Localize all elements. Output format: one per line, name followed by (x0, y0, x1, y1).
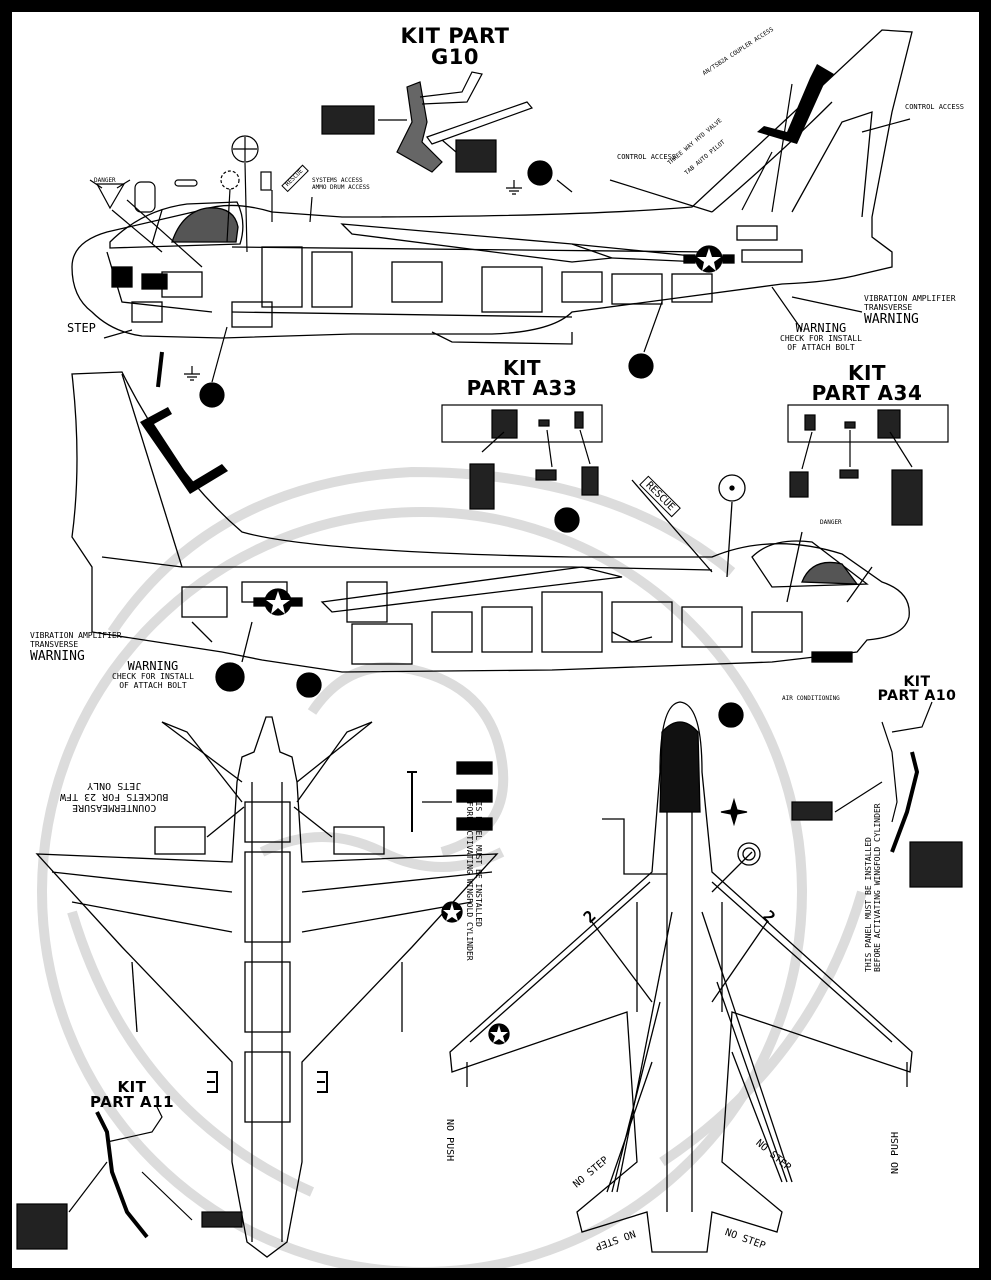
kit-label-a34-line2: PART A34 (811, 381, 923, 405)
no-push-stencil-right: NO PUSH (890, 1131, 901, 1174)
kit-label-a33-line1: KIT (502, 356, 542, 380)
systems-access-stencil: SYSTEMS ACCESS (312, 177, 363, 184)
top-view (449, 701, 913, 1253)
countermeasure-line1: COUNTERMEASURE (72, 802, 157, 813)
air-conditioning-stencil: AIR CONDITIONING (782, 695, 840, 702)
kit-label-a33: KIT PART A33 (432, 358, 612, 398)
kit-label-g10-line1: KIT PART (400, 24, 510, 48)
check-bolt-line2: OF ATTACH BOLT (787, 342, 855, 352)
kit-label-g10: KIT PART G10 (370, 26, 540, 68)
check-bolt-stencil-top: WARNING CHECK FOR INSTALL OF ATTACH BOLT (780, 321, 862, 353)
countermeasure-stencil: COUNTERMEASURE BUCKETS FOR 23 TFW JETS O… (60, 780, 168, 813)
side-view-left (71, 29, 913, 345)
vib-amp-line: VIBRATION AMPLIFIER (30, 631, 122, 640)
kit-label-a10: KIT PART A10 (862, 675, 972, 703)
warning-line: WARNING (864, 311, 919, 327)
check-bolt-line1: CHECK FOR INSTALL (780, 334, 862, 344)
kit-label-a11-line1: KIT (117, 1078, 147, 1096)
step-stencil: STEP (67, 321, 96, 335)
kit-label-a10-line1: KIT (903, 674, 931, 690)
panel-installed-stencil-left: THIS PANEL MUST BE INSTALLED BEFORE ACTI… (464, 792, 483, 961)
panel-installed-line2: BEFORE ACTIVATING WINGFOLD CYLINDER (872, 803, 882, 972)
a33-a34-parts (441, 404, 949, 526)
warning-line: WARNING (30, 648, 85, 664)
kit-label-a34-line1: KIT (847, 361, 887, 385)
warning-heading: WARNING (127, 659, 179, 673)
vib-amp-stencil-mid: VIBRATION AMPLIFIER TRANSVERSE WARNING (30, 631, 122, 664)
kit-label-a10-line2: PART A10 (877, 688, 957, 704)
side-view-right (71, 371, 910, 728)
a10-a11-parts (16, 701, 963, 1250)
control-access-stencil-2: CONTROL ACCESS (905, 103, 965, 111)
paper: KIT PART G10 KIT PART A33 KIT PART A34 K… (12, 12, 979, 1268)
watermark-logo (37, 466, 867, 1268)
check-bolt-stencil-mid: WARNING CHECK FOR INSTALL OF ATTACH BOLT (112, 659, 194, 691)
panel-installed-line1: THIS PANEL MUST BE INSTALLED (474, 792, 483, 927)
kit-label-g10-line2: G10 (431, 45, 479, 69)
no-push-stencil-left: NO PUSH (444, 1119, 455, 1162)
panel-installed-line2: BEFORE ACTIVATING WINGFOLD CYLINDER (465, 792, 475, 961)
kit-label-a11: KIT PART A11 (77, 1080, 187, 1110)
danger-stencil-mid: DANGER (820, 519, 842, 526)
vib-amp-line: VIBRATION AMPLIFIER (864, 294, 956, 303)
kit-label-a34: KIT PART A34 (777, 363, 957, 403)
transverse-line: TRANSVERSE (864, 302, 913, 312)
control-access-stencil-1: CONTROL ACCESS (617, 153, 677, 161)
kit-label-a11-line2: PART A11 (89, 1093, 175, 1111)
vib-amp-stencil-top: VIBRATION AMPLIFIER TRANSVERSE WARNING (864, 294, 956, 327)
check-bolt-line1: CHECK FOR INSTALL (112, 672, 194, 682)
ammo-drum-stencil: AMMO DRUM ACCESS (312, 184, 370, 191)
transverse-line: TRANSVERSE (30, 639, 79, 649)
check-bolt-line2: OF ATTACH BOLT (119, 680, 187, 690)
g10-parts (89, 71, 911, 408)
warning-heading: WARNING (795, 321, 847, 335)
drawing-canvas (16, 29, 963, 1268)
panel-installed-stencil-right: THIS PANEL MUST BE INSTALLED BEFORE ACTI… (864, 803, 883, 972)
kit-label-a33-line2: PART A33 (466, 376, 578, 400)
underside-view (35, 716, 499, 1258)
countermeasure-line2: BUCKETS FOR 23 TFW (60, 791, 169, 802)
countermeasure-line3: JETS ONLY (87, 780, 142, 791)
danger-stencil-top: DANGER (94, 177, 116, 184)
